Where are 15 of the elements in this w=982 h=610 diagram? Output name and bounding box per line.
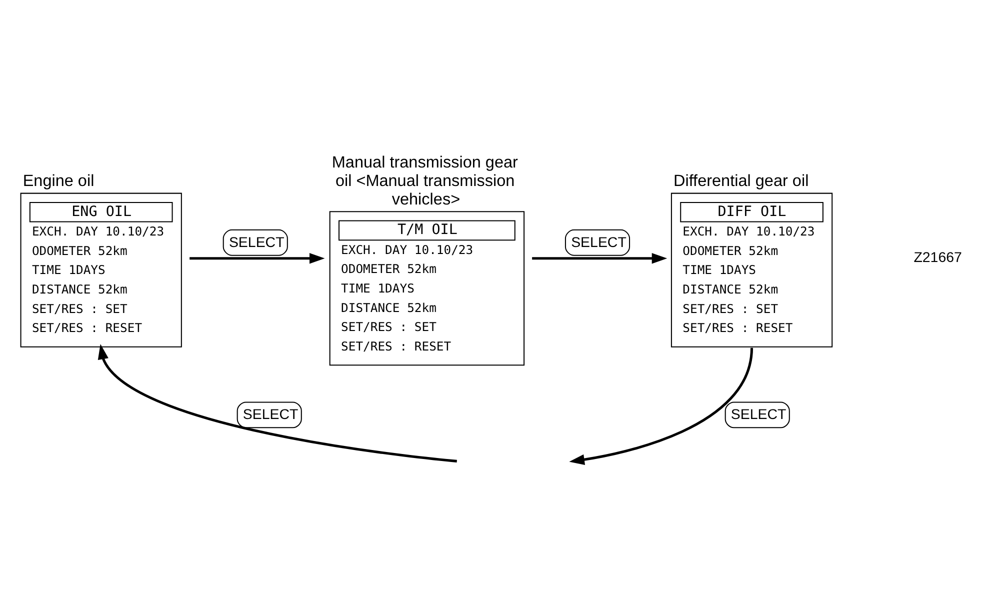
edge-label: SELECT — [730, 407, 786, 424]
arrow — [532, 253, 668, 264]
label: Z21667 — [914, 250, 962, 266]
node-box: DIFF OIL EXCH. DAY 10.10/23 ODOMETER 52km TIME 1DAYS DISTANCE 52km SET/RES : SET SET/RES : RESET — [670, 192, 833, 348]
edge-label: SELECT — [242, 407, 298, 424]
node-label: Differential gear oil — [673, 172, 809, 190]
node-box: T/M OIL EXCH. DAY 10.10/23 ODOMETER 52km TIME 1DAYS DISTANCE 52km SET/RES : SET SET/RES : RESET — [329, 211, 525, 366]
edge-label: SELECT — [228, 234, 284, 251]
node-label: Engine oil — [22, 172, 94, 190]
edge-label: SELECT — [571, 234, 626, 251]
arrow — [569, 348, 754, 465]
arrow — [190, 253, 325, 264]
arrow — [98, 344, 457, 462]
node-box: ENG OIL EXCH. DAY 10.10/23 ODOMETER 52km TIME 1DAYS DISTANCE 52km SET/RES : SET SET/RES : RESET — [20, 192, 182, 348]
node-label: Manual transmission gear oil <Manual transmission vehicles> — [332, 154, 518, 208]
